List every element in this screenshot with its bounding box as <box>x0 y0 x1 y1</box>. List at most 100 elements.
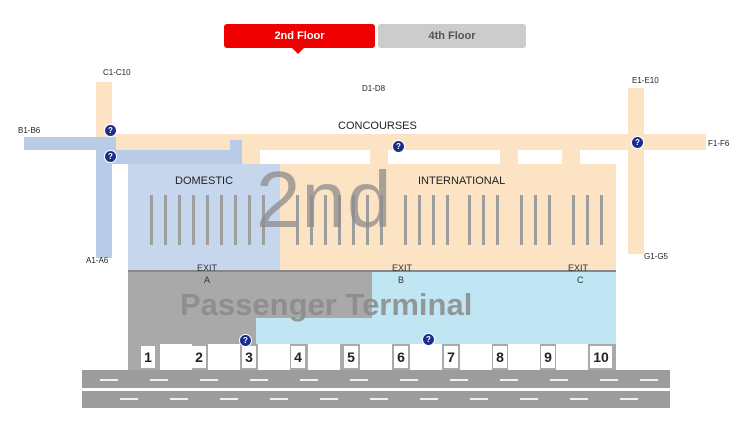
concourses-label: CONCOURSES <box>338 120 417 132</box>
exit-b-letter: B <box>398 275 405 285</box>
pier-stripe <box>206 195 209 245</box>
road-dash <box>570 398 588 400</box>
gate-gap <box>410 344 442 370</box>
gate-9[interactable]: 9 <box>541 346 555 368</box>
road-dash <box>120 398 138 400</box>
pier-stripe <box>192 195 195 245</box>
pier-stripe <box>164 195 167 245</box>
pier-stripe <box>310 195 313 245</box>
exit-divider-line <box>128 270 616 272</box>
pier-stripe <box>482 195 485 245</box>
question-mark-icon[interactable]: ? <box>239 334 252 347</box>
gate-gap <box>208 344 240 370</box>
question-mark-icon[interactable]: ? <box>631 136 644 149</box>
concourse-a-corridor <box>96 150 112 258</box>
domestic-connector-right <box>230 140 242 166</box>
tab-2nd-floor[interactable]: 2nd Floor <box>224 24 375 54</box>
road-median <box>82 388 670 391</box>
label-a1-a6: A1-A6 <box>86 256 109 265</box>
pier-stripe <box>586 195 589 245</box>
question-mark-icon[interactable]: ? <box>104 124 117 137</box>
gate-10[interactable]: 10 <box>590 346 612 368</box>
label-d1-d8: D1-D8 <box>362 84 386 93</box>
label-c1-c10: C1-C10 <box>103 68 131 77</box>
pier-stripe <box>600 195 603 245</box>
concourse-link-1 <box>242 150 260 164</box>
pier-stripe <box>534 195 537 245</box>
pier-stripe <box>150 195 153 245</box>
road-dash <box>520 398 538 400</box>
road-dash <box>350 379 368 381</box>
road-dash <box>100 379 118 381</box>
road-dash <box>550 379 568 381</box>
pier-stripe <box>520 195 523 245</box>
pier-stripe <box>548 195 551 245</box>
gate-gap <box>508 344 540 370</box>
terminal-watermark: Passenger Terminal <box>180 287 473 322</box>
domestic-connector <box>112 150 242 164</box>
exit-c-letter: C <box>577 275 584 285</box>
domestic-label: DOMESTIC <box>175 175 234 187</box>
road-dash <box>450 379 468 381</box>
floor-watermark: 2nd <box>256 155 393 244</box>
gate-8[interactable]: 8 <box>493 346 507 368</box>
concourse-link-3 <box>500 150 518 164</box>
label-f1-f6: F1-F6 <box>708 139 730 148</box>
pier-stripe <box>352 195 355 245</box>
gate-3[interactable]: 3 <box>242 346 256 368</box>
pier-stripe <box>220 195 223 245</box>
gate-1[interactable]: 1 <box>141 346 155 368</box>
road-dash <box>170 398 188 400</box>
terminal-lower-band <box>256 318 372 344</box>
gate-6[interactable]: 6 <box>394 346 408 368</box>
tab-4th-floor[interactable]: 4th Floor <box>378 24 526 48</box>
road-dash <box>150 379 168 381</box>
road-dash <box>640 379 658 381</box>
road-dash <box>420 398 438 400</box>
road-dash <box>200 379 218 381</box>
pier-stripe <box>446 195 449 245</box>
pier-stripe <box>496 195 499 245</box>
pier-stripe <box>338 195 341 245</box>
international-label: INTERNATIONAL <box>418 175 506 187</box>
gate-4[interactable]: 4 <box>291 346 305 368</box>
pier-stripe <box>404 195 407 245</box>
pier-stripe <box>366 195 369 245</box>
road-dash <box>270 398 288 400</box>
gate-gap <box>308 344 340 370</box>
gate-5[interactable]: 5 <box>344 346 358 368</box>
label-e1-e10: E1-E10 <box>632 76 659 85</box>
pier-stripe <box>262 195 265 245</box>
gate-gap <box>556 344 588 370</box>
gate-gap <box>258 344 290 370</box>
road-dash <box>620 398 638 400</box>
road-dash <box>250 379 268 381</box>
road-dash <box>500 379 518 381</box>
concourse-e-corridor <box>628 88 644 254</box>
road-dash <box>600 379 618 381</box>
exit-c-label: EXIT <box>568 263 589 273</box>
road-dash <box>400 379 418 381</box>
gate-2[interactable]: 2 <box>192 346 206 368</box>
pier-stripe <box>572 195 575 245</box>
road-dash <box>470 398 488 400</box>
gate-gap <box>360 344 392 370</box>
road-dash <box>300 379 318 381</box>
gate-gap <box>460 344 492 370</box>
gate-7[interactable]: 7 <box>444 346 458 368</box>
pier-stripe <box>248 195 251 245</box>
concourse-b-corridor <box>24 137 116 150</box>
concourse-link-2 <box>370 150 388 164</box>
question-mark-icon[interactable]: ? <box>422 333 435 346</box>
exit-b-label: EXIT <box>392 263 413 273</box>
gate-gap <box>112 344 128 370</box>
concourse-link-4 <box>562 150 580 164</box>
label-g1-g5: G1-G5 <box>644 252 669 261</box>
question-mark-icon[interactable]: ? <box>104 150 117 163</box>
pier-stripe <box>468 195 471 245</box>
pier-stripe <box>418 195 421 245</box>
pier-stripe <box>234 195 237 245</box>
label-b1-b6: B1-B6 <box>18 126 41 135</box>
pier-stripe <box>324 195 327 245</box>
question-mark-icon[interactable]: ? <box>392 140 405 153</box>
